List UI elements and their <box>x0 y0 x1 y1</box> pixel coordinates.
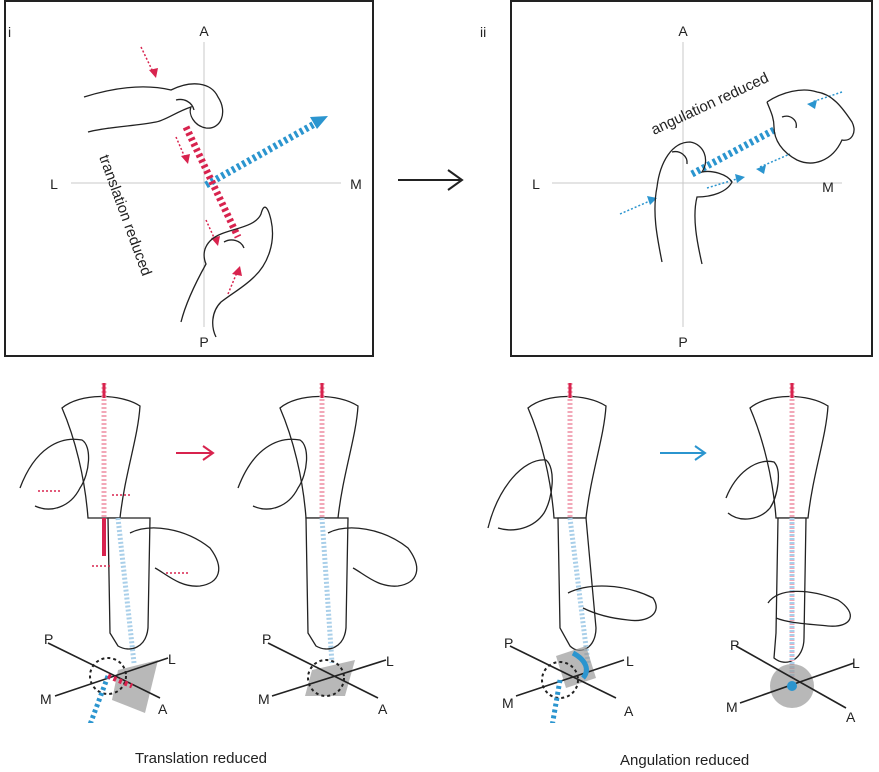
panel-i-force-arrowheads <box>149 68 242 276</box>
panel-ii-drawing: A P L M angulation reduced <box>532 23 855 350</box>
leg-3-label-p: P <box>504 635 513 651</box>
panel-i-hands <box>83 83 274 338</box>
bottom-left-illustration: P L M A P L M A <box>19 383 418 723</box>
translation-step-arrowhead <box>202 445 215 461</box>
leg-1-label-a: A <box>158 701 168 717</box>
panel-ii-hands <box>654 89 855 265</box>
panel-ii-force-arrowheads <box>647 100 817 205</box>
leg-3-lower-axis <box>567 517 591 664</box>
leg-2-hands <box>237 438 418 587</box>
leg-2-lower-axis <box>319 517 335 664</box>
leg-3-label-l: L <box>626 653 634 669</box>
leg-1-label-l: L <box>168 651 176 667</box>
panel-i-axis-m: M <box>350 176 362 192</box>
panel-ii: ii A P L M angulation reduced <box>480 0 873 357</box>
leg-3-hands <box>487 459 657 622</box>
leg-3-axis-diagram <box>509 645 625 723</box>
leg-3-label-a: A <box>624 703 634 719</box>
leg-4-label-m: M <box>726 699 738 715</box>
bottom-right-illustration: P L M A P L M A <box>487 383 860 723</box>
leg-4-label-l: L <box>852 655 860 671</box>
caption-angulation: Angulation reduced <box>620 752 750 769</box>
panel-ii-axis-p: P <box>678 334 687 350</box>
panel-i-axis-a: A <box>199 23 209 39</box>
leg-2-label-a: A <box>378 701 388 717</box>
panel-ii-axis-a: A <box>678 23 688 39</box>
panel-i-blue-vector <box>204 118 320 189</box>
panel-transition-arrow <box>398 169 464 191</box>
caption-translation: Translation reduced <box>135 750 268 767</box>
leg-1-axis-diagram <box>47 642 169 723</box>
panel-ii-axis-l: L <box>532 176 540 192</box>
leg-4-axis-diagram <box>735 645 855 709</box>
leg-1-label-m: M <box>40 691 52 707</box>
panel-i-label: i <box>8 24 12 40</box>
leg-3-label-m: M <box>502 695 514 711</box>
panel-i: i A P L M <box>4 0 374 357</box>
panel-ii-annotation: angulation reduced <box>649 69 772 138</box>
angulation-step-arrowhead <box>694 445 707 461</box>
leg-1-label-p: P <box>44 631 53 647</box>
leg-2-label-m: M <box>258 691 270 707</box>
leg-1-force-arrows <box>38 490 188 574</box>
leg-1-lower-axis <box>115 517 137 664</box>
panel-i-red-vector <box>182 125 242 239</box>
panel-ii-force-arrows <box>619 91 843 215</box>
leg-2 <box>279 395 359 650</box>
leg-2-axis-diagram <box>267 642 387 699</box>
panel-ii-axis-m: M <box>822 179 834 195</box>
leg-1-hands <box>19 438 220 587</box>
panel-i-axis-p: P <box>199 334 208 350</box>
leg-3 <box>527 395 607 651</box>
leg-2-label-l: L <box>386 653 394 669</box>
panel-i-axis-l: L <box>50 176 58 192</box>
leg-4 <box>749 395 829 663</box>
panel-i-annotation: translation reduced <box>95 153 155 279</box>
panel-i-drawing: A P L M translation reduced <box>50 23 362 350</box>
leg-4-label-a: A <box>846 709 856 723</box>
panel-ii-label: ii <box>480 24 487 40</box>
panel-i-blue-arrowhead <box>310 116 328 129</box>
leg-4-hands <box>725 460 851 627</box>
leg-4-label-p: P <box>730 637 739 653</box>
leg-2-label-p: P <box>262 631 271 647</box>
